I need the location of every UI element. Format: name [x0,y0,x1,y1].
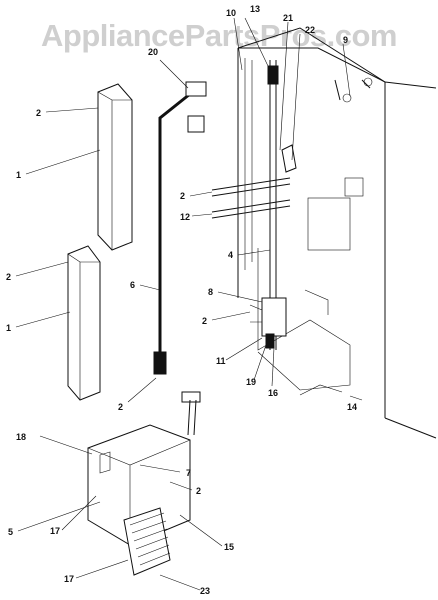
callout-23: 23 [200,586,210,596]
callout-16-right: 16 [268,388,278,398]
callouts: 13 10 21 22 9 20 2 1 2 12 2 4 6 8 1 2 11… [6,4,357,596]
callout-7: 7 [186,468,191,478]
cabinet-body [237,27,437,439]
callout-2-left: 2 [6,272,11,282]
callout-19: 19 [246,377,256,387]
callout-2-top: 2 [36,108,41,118]
callout-5: 5 [8,527,13,537]
watermark: AppliancePartsPros.com [41,18,397,53]
callout-22: 22 [305,25,315,35]
callout-17-lower: 17 [64,574,74,584]
callout-6: 6 [130,280,135,290]
callout-1-low: 1 [6,323,11,333]
callout-21: 21 [283,13,293,23]
callout-20: 20 [148,47,158,57]
callout-4: 4 [228,250,233,260]
callout-2-bottom: 2 [118,402,123,412]
grille [123,507,171,576]
tubing [181,60,373,436]
callout-2-mid: 2 [180,191,185,201]
callout-12: 12 [180,212,190,222]
base-bracket [87,424,191,546]
callout-11: 11 [216,356,226,366]
callout-1-top: 1 [16,170,21,180]
callout-18: 18 [16,432,26,442]
leader-lines [15,17,363,591]
callout-8: 8 [208,287,213,297]
callout-13: 13 [250,4,260,14]
callout-9: 9 [343,35,348,45]
callout-2-base: 2 [196,486,201,496]
callout-14: 14 [347,402,357,412]
callout-2-center: 2 [202,316,207,326]
panel-upper [97,83,133,251]
panel-lower [67,245,101,401]
callout-17-upper: 17 [50,526,60,536]
valve-assembly [249,297,287,349]
callout-15: 15 [224,542,234,552]
callout-10: 10 [226,8,236,18]
wire-harness [153,81,207,375]
